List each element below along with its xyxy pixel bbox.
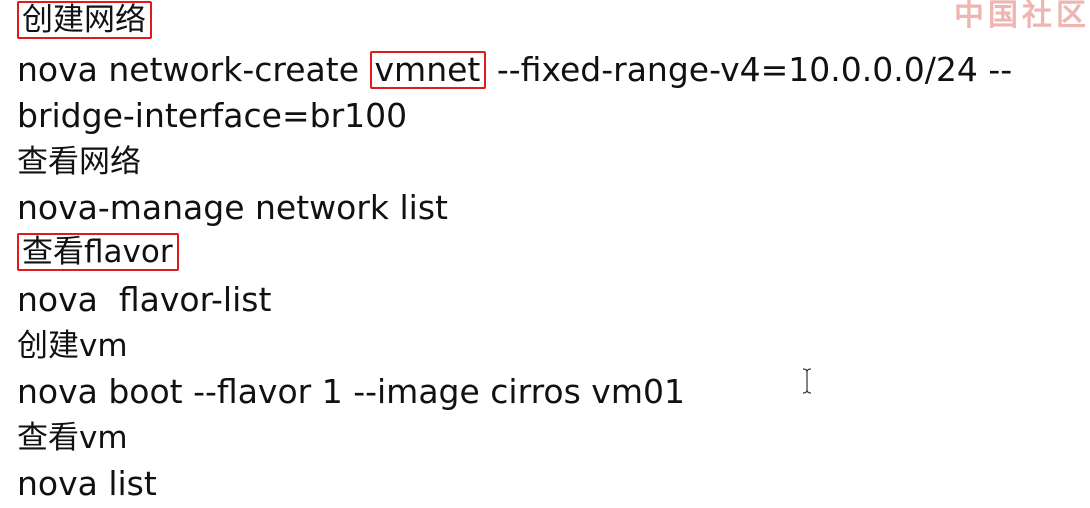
command-network-list: nova-manage network list — [17, 188, 448, 227]
command-prefix: nova network-create — [17, 50, 370, 89]
text-cursor-icon — [802, 368, 812, 394]
heading-create-network: 创建网络 — [17, 0, 152, 40]
command-suffix: --fixed-range-v4=10.0.0.0/24 -- — [486, 50, 1013, 89]
watermark-logo: 中国社区 — [954, 0, 1090, 33]
command-bridge-interface: bridge-interface=br100 — [17, 96, 408, 135]
heading-create-vm: 创建vm — [17, 328, 128, 364]
heading-view-vm: 查看vm — [17, 420, 128, 456]
heading-view-network: 查看网络 — [17, 144, 141, 180]
command-network-create: nova network-create vmnet --fixed-range-… — [17, 50, 1012, 90]
command-flavor-list: nova flavor-list — [17, 280, 272, 319]
highlight-box-vmnet: vmnet — [369, 51, 487, 89]
highlight-box-view-flavor: 查看flavor — [17, 233, 179, 271]
highlight-box-create-network: 创建网络 — [17, 1, 152, 39]
command-nova-boot: nova boot --flavor 1 --image cirros vm01 — [17, 372, 685, 411]
command-nova-list: nova list — [17, 464, 157, 503]
heading-view-flavor: 查看flavor — [17, 232, 179, 272]
